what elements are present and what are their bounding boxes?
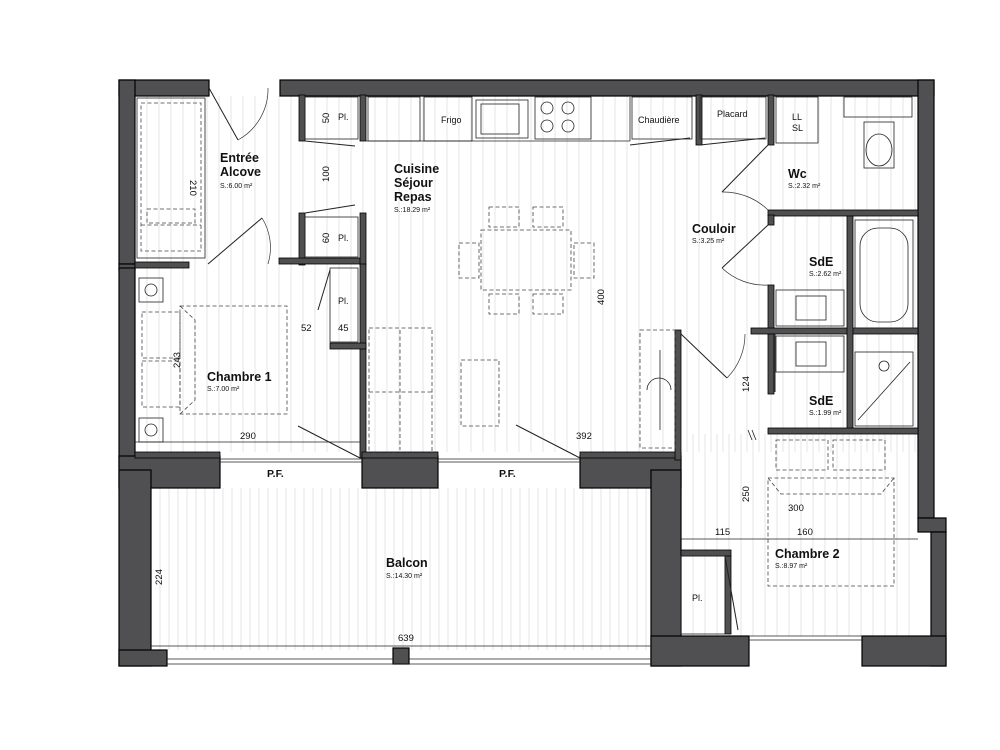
dim-224: 224 [154,569,165,585]
room-area-chambre2: S.:8.97 m² [775,563,808,570]
dim-250: 250 [741,486,752,502]
room-area-chambre1: S.:7.00 m² [207,386,240,393]
room-area-wc: S.:2.32 m² [788,183,821,190]
room-name-cuisine: Cuisine [394,162,439,176]
dim-52: 52 [301,323,312,334]
interior-walls [134,94,919,635]
dim-243: 243 [172,352,183,368]
room-balcon: Balcon S.:14.30 m² [386,556,428,580]
dim-290: 290 [240,431,256,442]
room-name-balcon: Balcon [386,556,428,570]
room-name-sde1: SdE [809,255,833,269]
fixture-labels: Frigo Chaudière Placard LL SL Pl. Pl. Pl… [267,109,803,603]
room-name-sde2: SdE [809,394,833,408]
room-name-wc: Wc [788,167,807,181]
label-sl: SL [792,123,803,133]
room-area-sde2: S.:1.99 m² [809,410,842,417]
dim-639: 639 [398,633,414,644]
label-pf-chambre1: P.F. [267,468,284,480]
room-sde1: SdE S.:2.62 m² [809,255,842,278]
room-name-alcove: Alcove [220,165,261,179]
label-ll: LL [792,112,802,122]
dim-300: 300 [788,503,804,514]
dimension-lines [135,441,918,647]
room-area-cuisine: S.:18.29 m² [394,207,431,214]
dim-100: 100 [321,166,332,182]
furniture [136,96,914,635]
label-chaudiere: Chaudière [638,115,680,125]
room-name-entree: Entrée [220,151,259,165]
dim-400: 400 [596,289,607,305]
room-name-couloir: Couloir [692,222,736,236]
dim-60: 60 [321,233,332,244]
room-wc: Wc S.:2.32 m² [788,167,821,190]
room-area-couloir: S.:3.25 m² [692,238,725,245]
dim-160: 160 [797,527,813,538]
room-name-chambre1: Chambre 1 [207,370,272,384]
dim-210: 210 [187,180,198,196]
room-chambre1: Chambre 1 S.:7.00 m² [207,370,272,393]
room-entree: Entrée Alcove S.:6.00 m² [220,151,261,190]
label-placard: Placard [717,109,748,119]
dim-50: 50 [321,113,332,124]
room-area-balcon: S.:14.30 m² [386,573,423,580]
dim-115: 115 [715,527,730,538]
room-area-sde1: S.:2.62 m² [809,271,842,278]
room-cuisine: Cuisine Séjour Repas S.:18.29 m² [394,162,439,214]
label-pl-lower: Pl. [338,296,349,306]
dim-392: 392 [576,431,592,442]
label-pf-sejour: P.F. [499,468,516,480]
dim-45: 45 [338,323,349,334]
label-pl-middle: Pl. [338,233,349,243]
exterior-walls [118,79,947,667]
windows [167,458,862,665]
room-couloir: Couloir S.:3.25 m² [692,222,736,245]
dimensions: 210 100 50 60 52 45 243 290 392 400 124 … [154,113,813,644]
room-area-entree: S.:6.00 m² [220,183,253,190]
doors [207,87,776,631]
room-name-chambre2: Chambre 2 [775,547,840,561]
label-pl-chambre2: Pl. [692,593,703,603]
room-name-repas: Repas [394,190,432,204]
room-sde2: SdE S.:1.99 m² [809,394,842,417]
room-name-sejour: Séjour [394,176,433,190]
room-chambre2: Chambre 2 S.:8.97 m² [775,547,840,570]
dim-124: 124 [741,376,752,392]
label-pl-top: Pl. [338,112,349,122]
label-frigo: Frigo [441,115,462,125]
